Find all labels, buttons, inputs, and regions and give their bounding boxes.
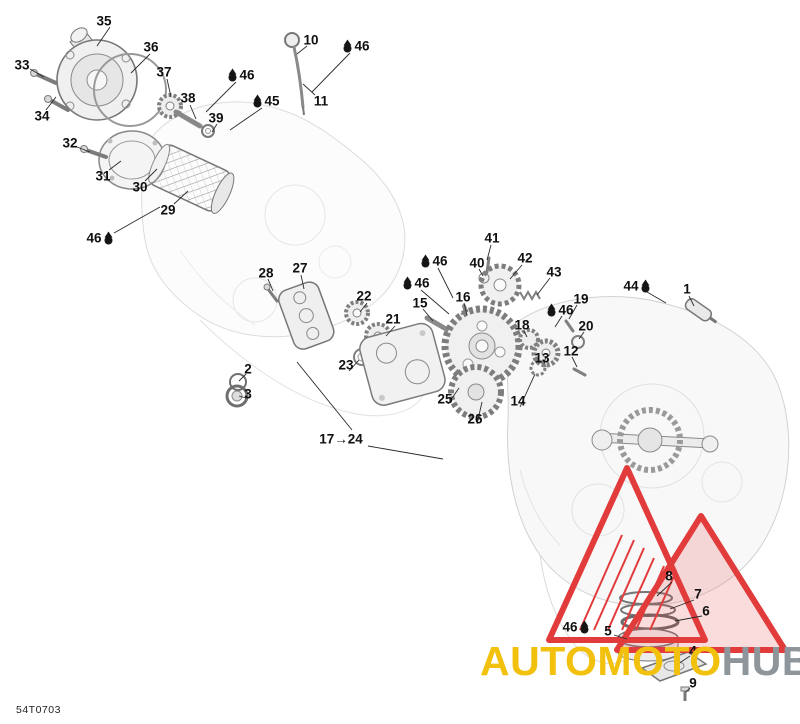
watermark: AUTOMOTOHUB	[480, 638, 800, 685]
drive-gear-cluster	[441, 256, 587, 420]
water-pump-assembly	[56, 27, 215, 190]
pump-screws	[30, 69, 108, 159]
watermark-primary: AUTOMOTO	[480, 638, 722, 684]
watermark-secondary: HUB	[721, 638, 800, 684]
leader-lines	[29, 26, 703, 693]
crankshaft-assembly	[591, 407, 719, 473]
plug-rings	[225, 373, 249, 408]
oil-filter-cartridge	[148, 143, 235, 214]
oil-pump-body	[359, 322, 446, 406]
brand-logo-triangles	[546, 465, 788, 653]
pump-oring	[93, 53, 167, 127]
banjo-fitting	[684, 298, 718, 324]
oil-pump-cover	[278, 281, 335, 350]
oil-dipstick	[284, 32, 305, 116]
oil-pump-screw	[263, 283, 279, 303]
diagram-code: 54T0703	[16, 704, 61, 716]
crankcase-left-ghost	[141, 101, 429, 417]
